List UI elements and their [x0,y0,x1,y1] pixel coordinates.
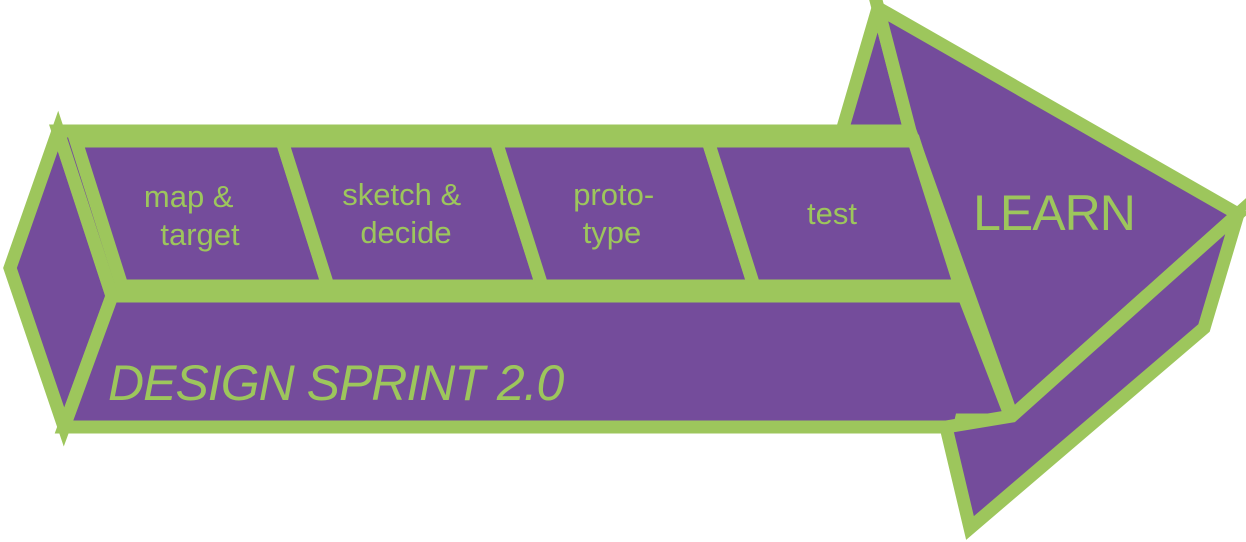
arrow-head-front-face [938,198,1246,540]
step-label-map-target: map & target [144,179,242,252]
step-labels: map & target sketch & decide proto- type… [144,177,857,252]
step-boxes [67,134,969,293]
step-label-prototype: proto- type [573,177,663,250]
banner-title: DESIGN SPRINT 2.0 [108,355,565,411]
arrow-head-label: LEARN [973,185,1135,241]
step-label-sketch-decide: sketch & decide [342,177,470,250]
step-box-test [699,134,969,293]
step-label-test: test [807,196,857,231]
